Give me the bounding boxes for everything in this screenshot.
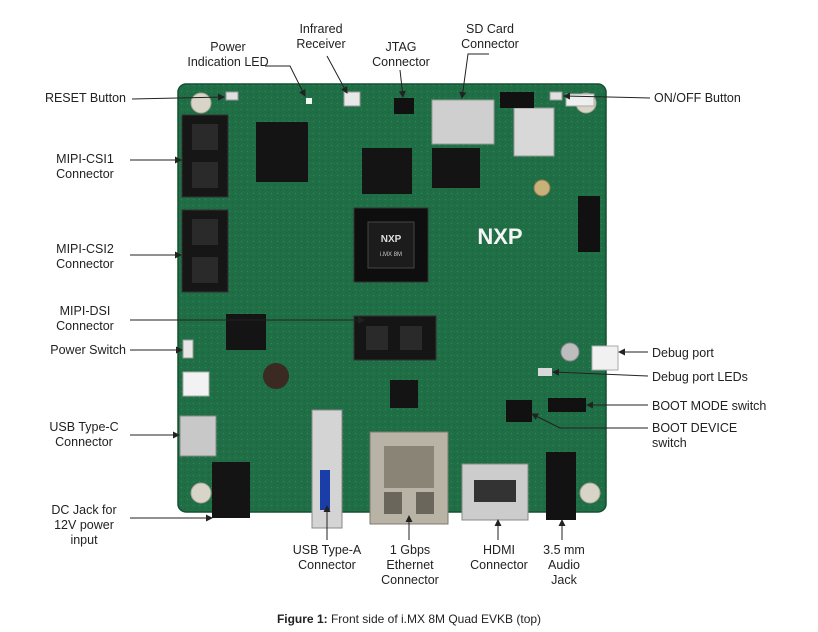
mounting-hole bbox=[579, 482, 601, 504]
label-line: MIPI-CSI2 bbox=[56, 242, 114, 256]
label-line: switch bbox=[652, 436, 687, 450]
jtag-header bbox=[394, 98, 414, 114]
label-line: Connector bbox=[298, 558, 356, 572]
caption-text: Front side of i.MX 8M Quad EVKB (top) bbox=[330, 612, 542, 626]
wifi-module bbox=[513, 107, 555, 157]
crystal bbox=[533, 179, 551, 197]
memory-chip bbox=[256, 122, 308, 182]
inductor bbox=[263, 363, 289, 389]
label-line: USB Type-C bbox=[49, 420, 119, 434]
label-power-switch: Power Switch bbox=[50, 343, 126, 357]
label-on-off-button: ON/OFF Button bbox=[654, 91, 741, 105]
sd-connector-small bbox=[500, 92, 534, 108]
debug-port bbox=[591, 345, 619, 371]
power-led bbox=[306, 98, 312, 104]
debug-leds bbox=[538, 368, 552, 376]
coin-battery bbox=[560, 342, 580, 362]
ic-left bbox=[226, 314, 266, 350]
board-logo: NXP bbox=[477, 224, 522, 249]
gpio-header bbox=[578, 196, 600, 252]
soc-package bbox=[353, 207, 429, 283]
label-ethernet: 1 Gbps Ethernet Connector bbox=[370, 543, 450, 588]
label-line: Connector bbox=[56, 257, 114, 271]
reset-button bbox=[225, 91, 239, 101]
label-line: HDMI bbox=[483, 543, 515, 557]
soc-brand: NXP bbox=[381, 234, 402, 245]
usb-type-c-port bbox=[179, 415, 217, 457]
label-line: BOOT DEVICE bbox=[652, 421, 738, 435]
fan-connector bbox=[182, 371, 210, 397]
soc-model: i.MX 8M bbox=[380, 252, 402, 258]
power-switch bbox=[182, 339, 194, 359]
label-dc-jack: DC Jack for 12V power input bbox=[36, 503, 132, 548]
label-line: USB Type-A bbox=[292, 543, 362, 557]
label-line: Power bbox=[210, 40, 246, 54]
label-line: Receiver bbox=[296, 37, 346, 51]
boot-device-switch bbox=[506, 400, 532, 422]
label-debug-port-leds: Debug port LEDs bbox=[652, 370, 748, 384]
label-reset-button: RESET Button bbox=[44, 91, 126, 105]
label-boot-device-switch: BOOT DEVICE switch bbox=[652, 421, 737, 451]
label-hdmi: HDMI Connector bbox=[462, 543, 536, 573]
label-line: Connector bbox=[55, 435, 113, 449]
mounting-hole bbox=[190, 482, 212, 504]
label-line: SD Card bbox=[466, 22, 514, 36]
label-line: Infrared bbox=[299, 22, 343, 36]
label-boot-mode-switch: BOOT MODE switch bbox=[652, 399, 767, 413]
boot-mode-switch bbox=[548, 398, 586, 412]
label-line: 1 Gbps bbox=[389, 543, 431, 557]
dc-jack bbox=[212, 462, 250, 518]
label-usb-type-c: USB Type-C Connector bbox=[36, 420, 132, 450]
label-line: 3.5 mm bbox=[543, 543, 585, 557]
label-mipi-dsi: MIPI-DSI Connector bbox=[40, 304, 130, 334]
label-line: Indication LED bbox=[187, 55, 269, 69]
ic-center bbox=[390, 380, 418, 408]
label-line: Connector bbox=[56, 319, 114, 333]
label-usb-type-a: USB Type-A Connector bbox=[278, 543, 376, 573]
label-line: Connector bbox=[381, 573, 439, 587]
caption-figure-label: Figure 1: bbox=[276, 612, 328, 626]
label-power-led: Power Indication LED bbox=[178, 40, 278, 70]
label-sd-card-connector: SD Card Connector bbox=[452, 22, 528, 52]
label-line: Connector bbox=[56, 167, 114, 181]
label-debug-port: Debug port bbox=[652, 346, 714, 360]
label-mipi-csi1: MIPI-CSI1 Connector bbox=[40, 152, 130, 182]
label-line: Ethernet bbox=[386, 558, 434, 572]
label-line: DC Jack for bbox=[51, 503, 117, 517]
label-line: Connector bbox=[470, 558, 528, 572]
label-line: input bbox=[70, 533, 98, 547]
on-off-button bbox=[549, 91, 563, 101]
emmc-chip bbox=[432, 148, 480, 188]
sd-card-slot bbox=[431, 99, 495, 145]
label-line: Connector bbox=[461, 37, 519, 51]
audio-jack bbox=[546, 452, 576, 520]
pmic-chip bbox=[362, 148, 412, 194]
label-jtag-connector: JTAG Connector bbox=[364, 40, 438, 70]
label-audio-jack: 3.5 mm Audio Jack bbox=[536, 543, 592, 588]
label-line: MIPI-CSI1 bbox=[56, 152, 114, 166]
label-line: MIPI-DSI bbox=[59, 304, 111, 318]
label-line: 12V power bbox=[54, 518, 114, 532]
mounting-hole bbox=[190, 92, 212, 114]
label-line: Audio bbox=[548, 558, 580, 572]
label-mipi-csi2: MIPI-CSI2 Connector bbox=[40, 242, 130, 272]
label-infrared-receiver: Infrared Receiver bbox=[286, 22, 356, 52]
label-line: Jack bbox=[551, 573, 577, 587]
label-line: Connector bbox=[372, 55, 430, 69]
callout-lines bbox=[130, 53, 651, 540]
label-line: JTAG bbox=[385, 40, 417, 54]
ir-receiver bbox=[343, 91, 361, 107]
figure-caption: Figure 1: Front side of i.MX 8M Quad EVK… bbox=[0, 612, 818, 626]
